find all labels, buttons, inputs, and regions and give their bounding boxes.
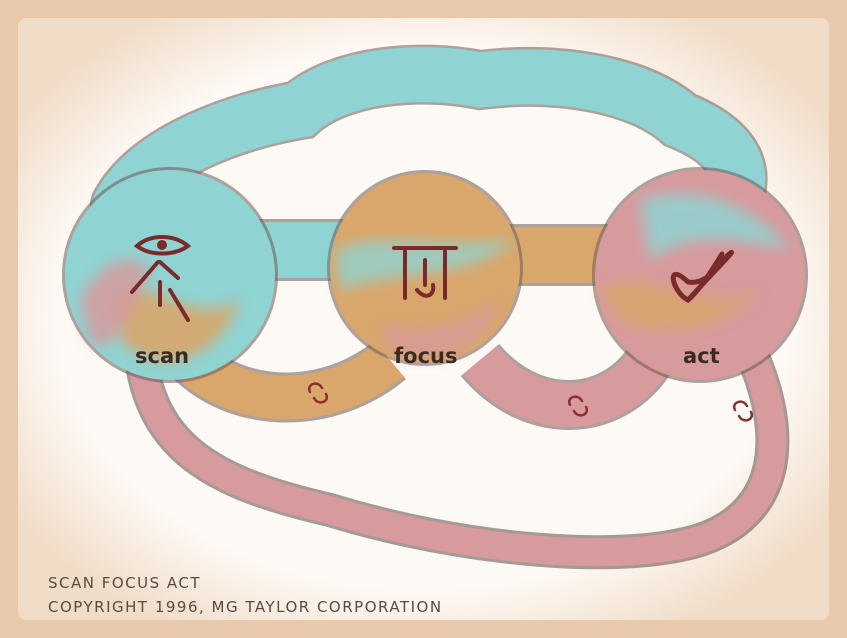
scan-label: scan (135, 344, 189, 368)
focus-label: focus (394, 344, 457, 368)
act-label: act (683, 344, 720, 368)
caption-title: SCAN FOCUS ACT (48, 574, 201, 592)
caption-copyright: COPYRIGHT 1996, MG TAYLOR CORPORATION (48, 598, 443, 616)
